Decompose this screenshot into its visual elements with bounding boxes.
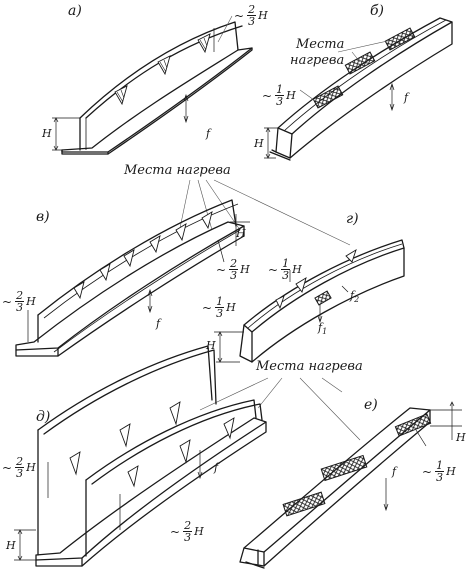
heating-wedge <box>119 423 131 448</box>
heating-patch <box>314 290 332 306</box>
h-label-b: H <box>254 137 264 150</box>
h-label-d: H <box>6 539 16 552</box>
heating-wedge <box>99 263 111 282</box>
heating-patch <box>320 454 368 482</box>
label-b: б) <box>370 3 385 19</box>
f-label-d: f <box>214 461 219 474</box>
h-label-e: H <box>456 431 466 444</box>
figure-g-beam <box>214 239 405 363</box>
label-d: д) <box>36 409 51 425</box>
heating-wedge <box>201 211 213 230</box>
figure-b-beam <box>264 17 453 161</box>
heating-wedge <box>169 401 181 426</box>
figure-d-beam <box>14 345 267 567</box>
heating-wedge <box>127 465 139 488</box>
heating-places-leaders-low <box>199 377 361 441</box>
h-label-a: H <box>42 127 52 140</box>
heating-places-label-b-line1: Места <box>296 37 345 52</box>
heating-wedge <box>175 223 187 242</box>
heating-wedge <box>149 235 161 254</box>
heating-patch <box>282 491 326 517</box>
heating-wedge <box>179 439 191 464</box>
heating-patch <box>344 51 376 75</box>
heating-wedge <box>73 281 85 300</box>
label-e: е) <box>364 397 378 413</box>
heating-wedge <box>123 249 135 268</box>
heating-wedge <box>223 417 235 440</box>
heating-patch <box>312 85 344 109</box>
f-label-e: f <box>392 465 397 478</box>
label-g: г) <box>346 211 359 227</box>
f-label-v: f <box>156 317 161 330</box>
h-label-v: H <box>236 227 246 240</box>
heating-wedge <box>275 295 285 310</box>
heating-patch <box>384 27 416 51</box>
heating-wedge <box>197 33 211 54</box>
heating-wedge <box>114 85 128 106</box>
label-v: в) <box>36 209 50 225</box>
heating-wedge <box>69 451 81 476</box>
figure-e-beam <box>239 401 462 569</box>
heating-places-leaders-mid <box>179 179 351 246</box>
figure-v-beam <box>15 199 250 357</box>
f2-label: f2 <box>350 289 360 305</box>
heating-places-label-mid: Места нагрева <box>124 163 231 178</box>
figure-a-beam <box>52 15 253 155</box>
label-a: а) <box>68 3 82 19</box>
heating-wedge <box>157 55 171 76</box>
heating-places-label-b-line2: нагрева <box>290 53 345 68</box>
h-label-g: H <box>206 339 216 352</box>
heating-patch <box>394 413 432 437</box>
heating-wedge <box>295 277 307 293</box>
heating-wedge <box>345 248 357 263</box>
f1-label: f1 <box>318 321 328 337</box>
f-label-b: f <box>404 91 409 104</box>
heating-places-label-low: Места нагрева <box>256 359 363 374</box>
f-label-a: f <box>206 127 211 140</box>
